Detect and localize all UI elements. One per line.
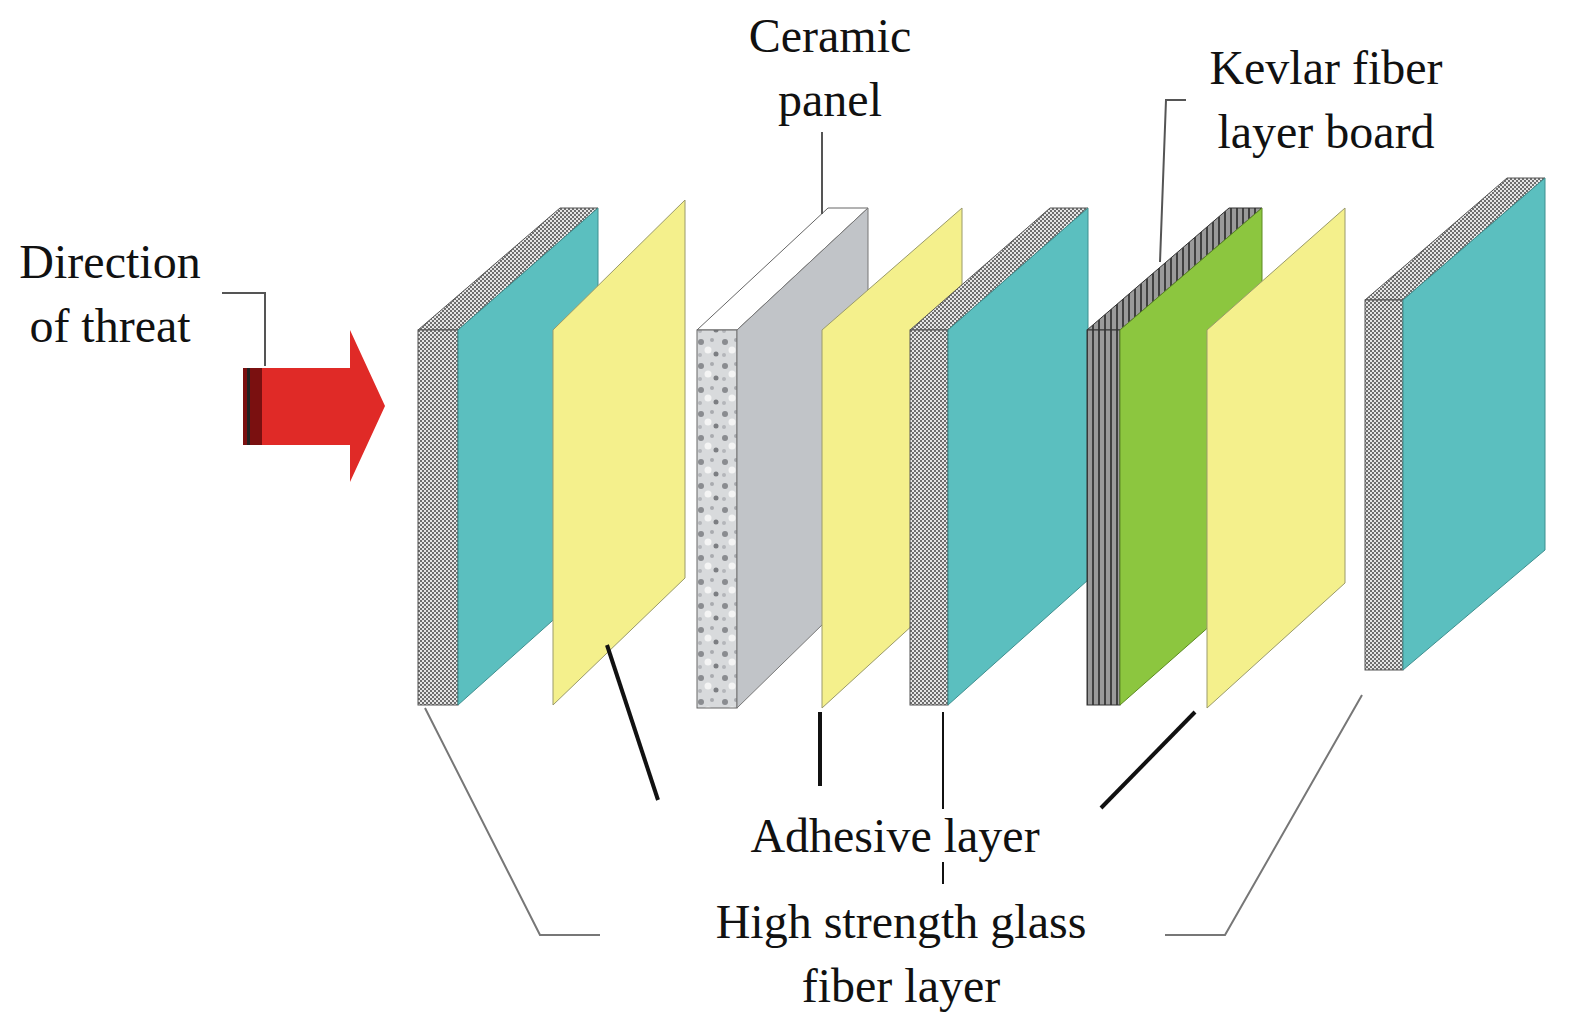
adhesive-sheet <box>553 200 685 705</box>
glass-fiber-plate <box>1365 178 1545 670</box>
adhesive-sheet <box>1207 208 1345 708</box>
part-label: High strength glass fiber layer <box>701 890 1101 1018</box>
part-label: Kevlar fiber layer board <box>1176 36 1476 164</box>
leader-lines <box>222 100 1362 935</box>
threat-label: Direction of threat <box>3 230 218 358</box>
part-label: Ceramic panel <box>700 4 960 132</box>
glass-fiber-plate <box>910 208 1088 705</box>
adhesive-sheet <box>822 208 962 708</box>
part-label: Adhesive layer <box>715 804 1075 868</box>
